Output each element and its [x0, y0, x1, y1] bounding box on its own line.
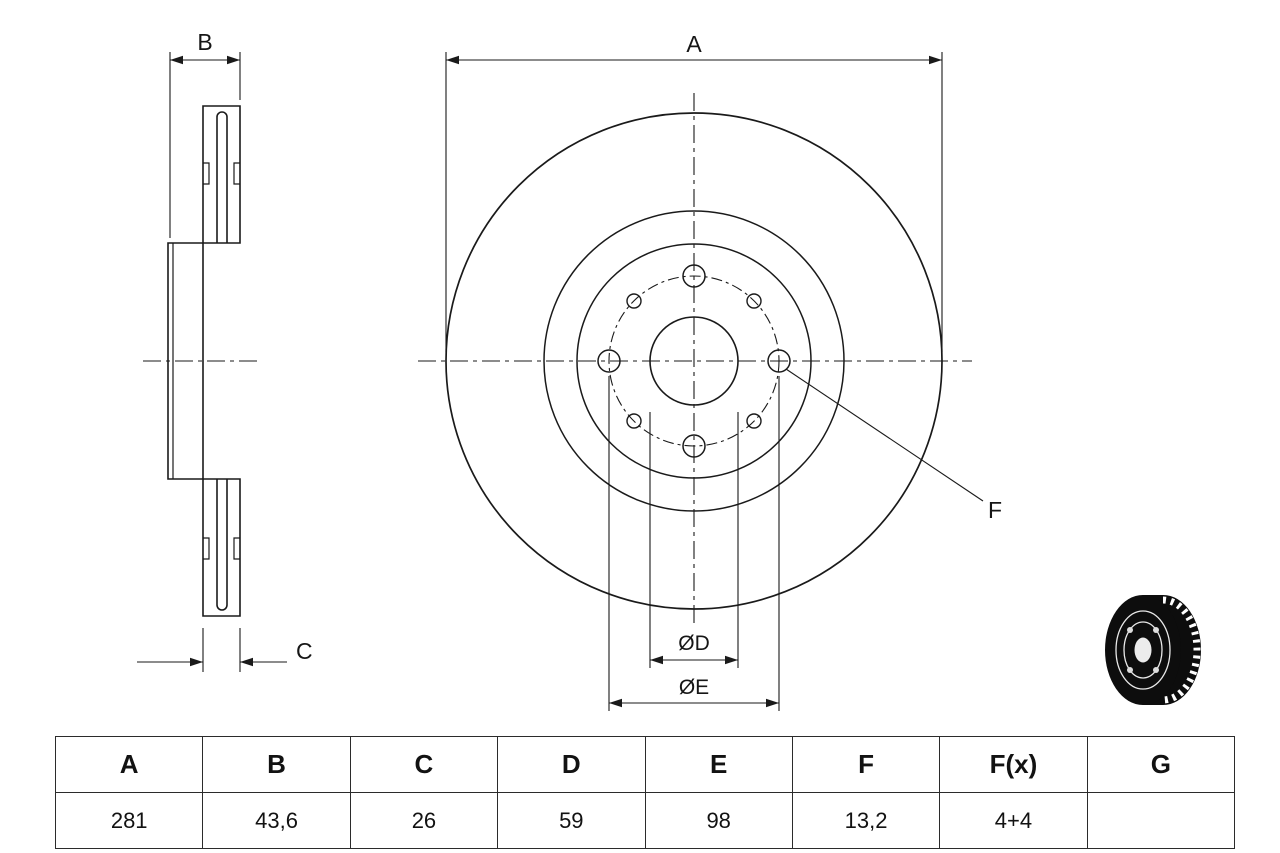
bolt-hole	[767, 349, 791, 373]
arrowhead	[929, 55, 942, 65]
value-g	[1086, 792, 1236, 849]
brake-disc-photo	[1105, 595, 1201, 705]
hat-outline	[167, 242, 204, 480]
col-header-fx: F(x)	[939, 736, 1088, 793]
bolt-hole-highlight	[1153, 627, 1159, 633]
arrowhead	[766, 698, 779, 708]
vent-cap-bottom	[216, 604, 228, 611]
groove-left-bottom	[203, 537, 210, 560]
groove-right-top	[233, 162, 240, 185]
alignment-hole	[746, 413, 762, 429]
bolt-hole-highlight	[1127, 627, 1133, 633]
dimension-c	[137, 628, 287, 672]
value-a: 281	[54, 792, 204, 849]
value-d: 59	[497, 792, 646, 849]
leader-line	[785, 368, 984, 502]
side-view	[143, 105, 258, 617]
dimension-b	[169, 52, 241, 238]
dimension-e	[608, 376, 780, 711]
arrowhead	[170, 55, 183, 65]
col-header-a: A	[54, 736, 204, 793]
value-e: 98	[644, 792, 793, 849]
ring-section-top-outline	[202, 105, 241, 244]
callout-f	[785, 368, 984, 502]
col-header-f: F	[791, 736, 941, 793]
alignment-hole	[746, 293, 762, 309]
dim-label-c: C	[296, 638, 313, 664]
spec-table: A B C D E F F(x) G 281 43,6 26 59 98 13,…	[54, 736, 1236, 849]
value-c: 26	[349, 792, 499, 849]
value-b: 43,6	[202, 792, 351, 849]
alignment-hole	[626, 413, 642, 429]
arrowhead	[227, 55, 240, 65]
col-header-d: D	[497, 736, 646, 793]
dim-label-a: A	[686, 31, 702, 57]
bolt-hole-highlight	[1153, 667, 1159, 673]
vent-cap-top	[216, 111, 228, 118]
dim-label-e: ØE	[679, 676, 709, 699]
arrowhead	[240, 657, 253, 667]
friction-edge-highlight	[1115, 610, 1171, 690]
arrowhead	[609, 698, 622, 708]
dimension-a	[445, 52, 943, 352]
arrowhead	[190, 657, 203, 667]
col-header-g: G	[1086, 736, 1236, 793]
arrowhead	[725, 655, 738, 665]
groove-right-bottom	[233, 537, 240, 560]
vent-slots	[1162, 596, 1201, 704]
value-fx: 4+4	[939, 792, 1088, 849]
value-f: 13,2	[791, 792, 941, 849]
dim-label-d: ØD	[678, 632, 710, 655]
groove-left-top	[203, 162, 210, 185]
alignment-hole	[626, 293, 642, 309]
dim-label-b: B	[197, 29, 212, 55]
hub-highlight	[1123, 621, 1163, 679]
center-bore-highlight	[1134, 637, 1152, 663]
spec-table-header-row: A B C D E F F(x) G	[54, 736, 1236, 793]
col-header-b: B	[202, 736, 351, 793]
bolt-hole-highlight	[1127, 667, 1133, 673]
spec-table-value-row: 281 43,6 26 59 98 13,2 4+4	[54, 792, 1236, 849]
col-header-c: C	[349, 736, 499, 793]
dim-label-f: F	[988, 497, 1002, 523]
col-header-e: E	[644, 736, 793, 793]
front-view	[418, 93, 972, 628]
arrowhead	[446, 55, 459, 65]
dimension-d	[649, 412, 739, 668]
arrowhead	[650, 655, 663, 665]
